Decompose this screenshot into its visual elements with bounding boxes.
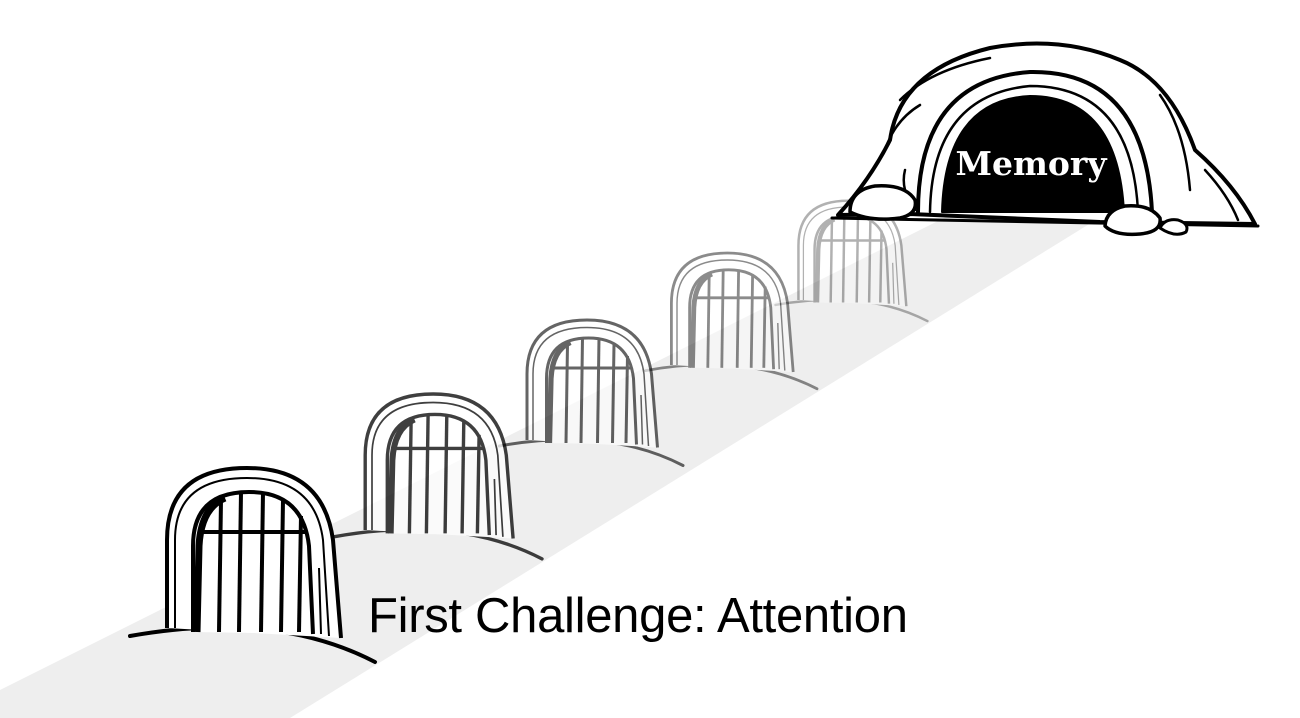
caption: First Challenge: Attention: [368, 588, 908, 644]
cave-label: Memory: [955, 144, 1107, 183]
cave-icon: Memory: [832, 44, 1258, 235]
